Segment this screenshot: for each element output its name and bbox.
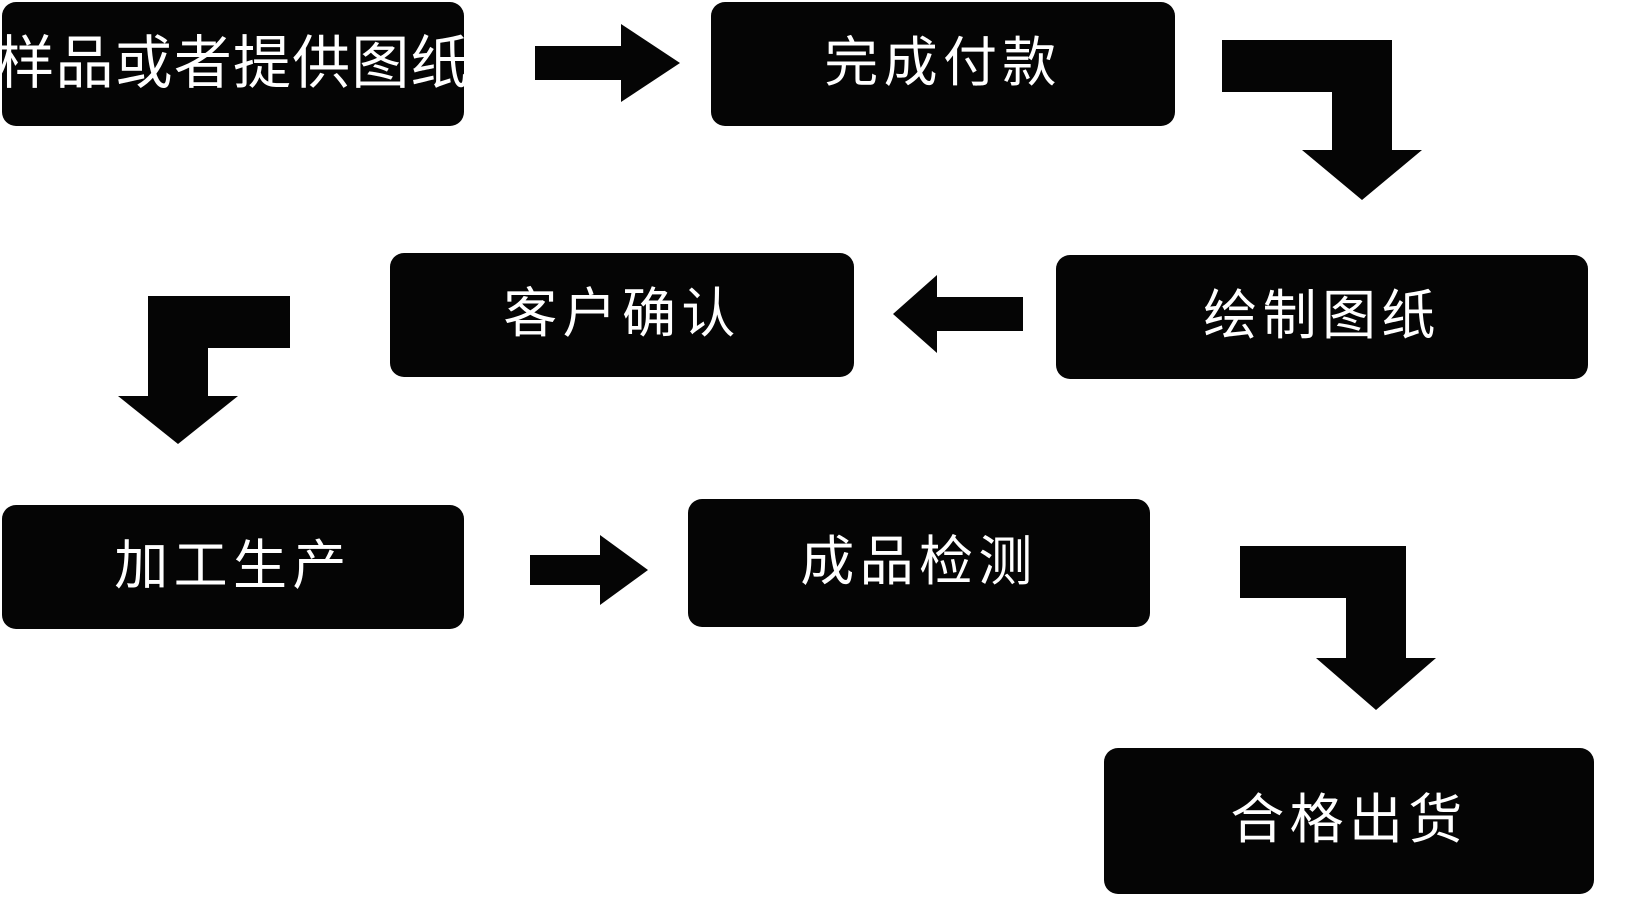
node-label: 客户确认 (503, 282, 741, 345)
node-product-inspection[interactable]: 成品检测 (688, 499, 1150, 627)
node-label: 样品或者提供图纸 (0, 29, 470, 97)
node-label: 加工生产 (114, 534, 352, 597)
arrow-left-drawing-to-confirm (893, 275, 1023, 353)
node-label: 合格出货 (1230, 788, 1468, 851)
arrow-elbow-payment-to-drawing (1222, 30, 1422, 200)
arrow-right-production-to-inspection (530, 535, 648, 605)
arrow-elbow-confirm-to-production (118, 296, 290, 444)
node-label: 绘制图纸 (1203, 284, 1441, 347)
node-label: 完成付款 (824, 31, 1062, 94)
arrow-elbow-inspection-to-shipment (1240, 546, 1436, 710)
node-sample-or-drawing[interactable]: 样品或者提供图纸 (0, 2, 468, 126)
node-label: 成品检测 (800, 530, 1038, 593)
node-draw-drawing[interactable]: 绘制图纸 (1056, 255, 1588, 379)
node-qualified-shipment[interactable]: 合格出货 (1104, 748, 1594, 894)
arrow-right-sample-to-payment (535, 24, 680, 102)
node-customer-confirm[interactable]: 客户确认 (390, 253, 854, 377)
node-production[interactable]: 加工生产 (2, 505, 464, 629)
node-complete-payment[interactable]: 完成付款 (711, 2, 1175, 126)
